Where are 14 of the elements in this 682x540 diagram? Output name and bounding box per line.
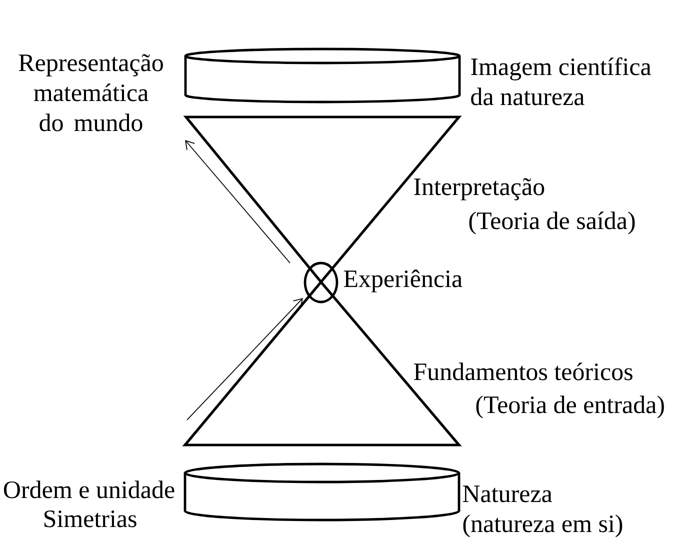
label: Ordem e unidade <box>4 480 174 498</box>
label: Imagem científica da natureza <box>471 57 652 106</box>
label: Experiência <box>344 270 462 292</box>
cylinder <box>184 48 461 104</box>
label: Interpretação <box>414 178 544 200</box>
circle <box>304 262 338 304</box>
label: (Teoria de entrada) <box>476 396 664 418</box>
cylinder <box>184 462 460 522</box>
label: Fundamentos teóricos <box>414 362 632 380</box>
label: Representação matemática do mundo <box>18 54 163 132</box>
label: Simetrias <box>44 510 136 528</box>
label: (natureza em si) <box>463 514 622 538</box>
label: (Teoria de saída) <box>469 212 635 234</box>
label: Natureza <box>462 486 552 502</box>
